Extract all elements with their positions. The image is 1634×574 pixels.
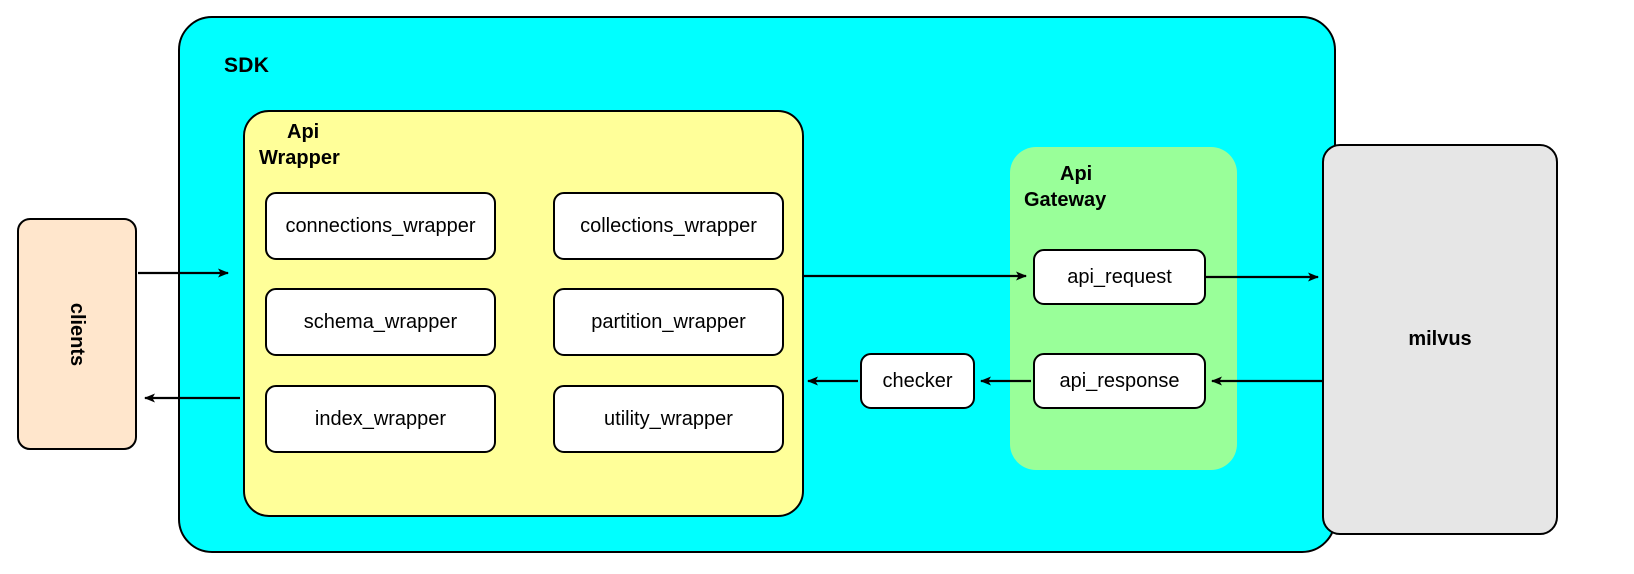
milvus-box[interactable]: milvus xyxy=(1322,144,1558,535)
node-api-response[interactable]: api_response xyxy=(1033,353,1206,409)
node-label: schema_wrapper xyxy=(303,310,458,333)
node-utility-wrapper[interactable]: utility_wrapper xyxy=(553,385,784,453)
api-gateway-container: Api Gateway xyxy=(1010,147,1237,470)
milvus-label: milvus xyxy=(1408,328,1472,350)
node-partition-wrapper[interactable]: partition_wrapper xyxy=(553,288,784,356)
node-label: api_request xyxy=(1067,265,1172,288)
node-api-request[interactable]: api_request xyxy=(1033,249,1206,305)
node-label: index_wrapper xyxy=(314,407,447,430)
node-label: checker xyxy=(882,369,953,392)
node-connections-wrapper[interactable]: connections_wrapper xyxy=(265,192,496,260)
clients-label: clients xyxy=(66,302,89,366)
api-gateway-label: Api Gateway xyxy=(1024,161,1184,213)
node-label: utility_wrapper xyxy=(604,407,733,430)
api-wrapper-label-line2: Wrapper xyxy=(259,146,340,169)
node-label: partition_wrapper xyxy=(591,310,746,333)
api-gateway-label-line2: Gateway xyxy=(1024,189,1107,211)
node-checker[interactable]: checker xyxy=(860,353,975,409)
node-label: connections_wrapper xyxy=(285,214,476,237)
api-wrapper-label: Api Wrapper xyxy=(259,120,399,171)
node-label: collections_wrapper xyxy=(580,214,757,237)
node-index-wrapper[interactable]: index_wrapper xyxy=(265,385,496,453)
node-schema-wrapper[interactable]: schema_wrapper xyxy=(265,288,496,356)
node-collections-wrapper[interactable]: collections_wrapper xyxy=(553,192,784,260)
clients-box[interactable]: clients xyxy=(17,218,137,450)
api-wrapper-label-line1: Api xyxy=(287,121,320,143)
node-label: api_response xyxy=(1059,369,1180,392)
sdk-label: SDK xyxy=(224,54,270,77)
api-gateway-label-line1: Api xyxy=(1060,163,1093,185)
